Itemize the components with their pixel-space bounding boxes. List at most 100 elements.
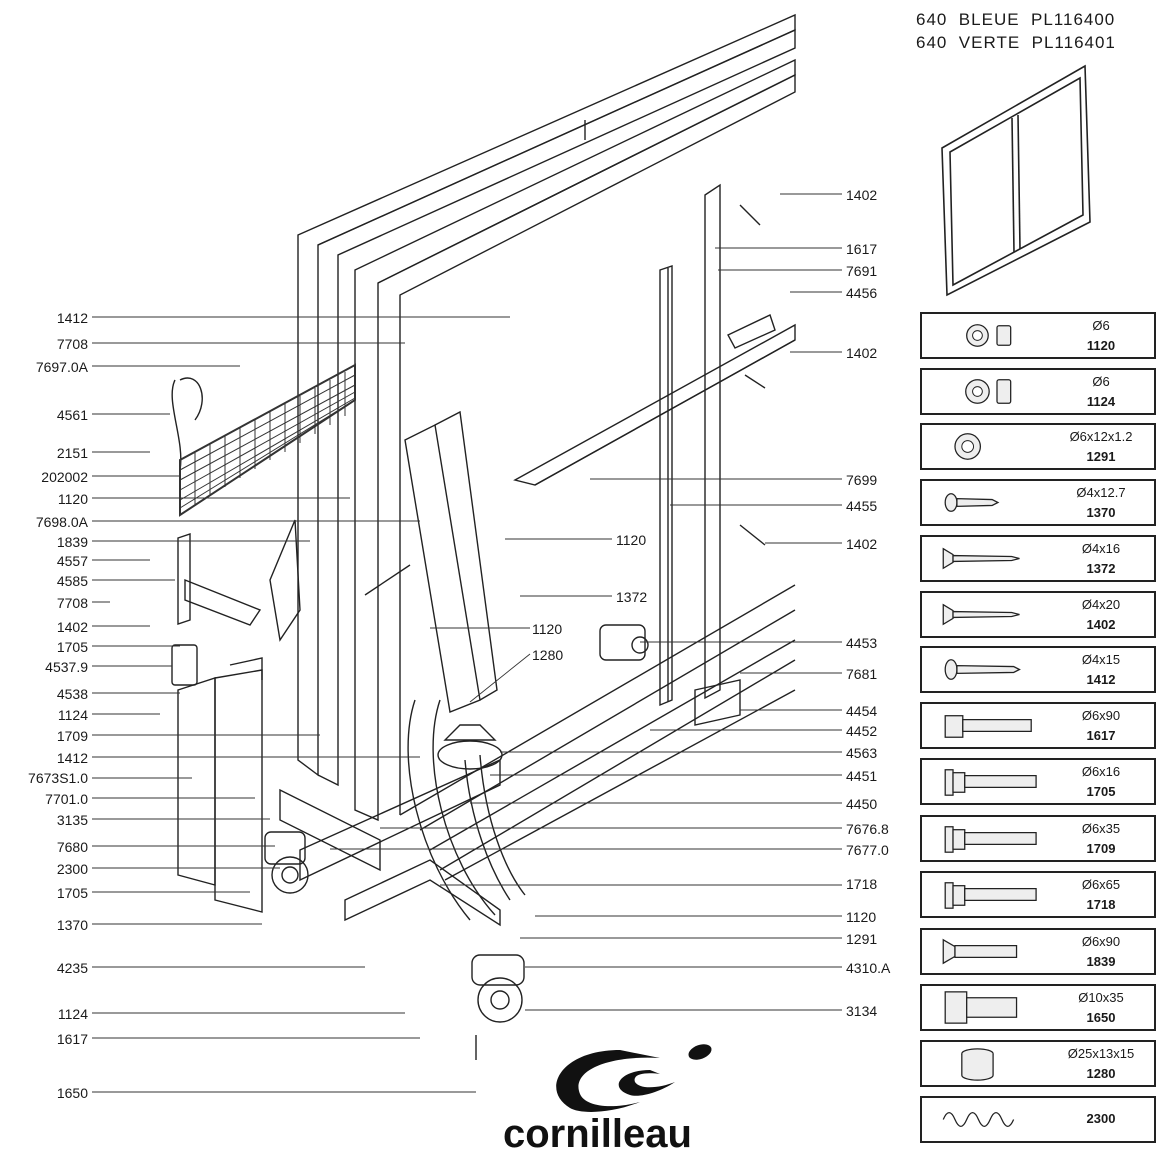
callout-label-left: 4538 (56, 686, 88, 702)
callout-label-left: 1412 (56, 750, 88, 766)
callout-label-left: 1412 (56, 310, 88, 326)
spacer-icon (961, 1048, 994, 1081)
leader-lines (92, 193, 842, 1093)
hardware-item: Ø10x35 1650 (920, 984, 1156, 1031)
hardware-size: Ø4x15 (1081, 652, 1121, 667)
countersunk-screw-icon (942, 603, 1020, 626)
callout-label-left: 7698.0A (35, 514, 88, 530)
callout-label-right: 1291 (846, 931, 878, 947)
callout-label-right: 1402 (846, 187, 878, 203)
callout-label-left: 7697.0A (35, 359, 88, 375)
hardware-size: Ø4x12.7 (1076, 485, 1126, 500)
hardware-size: Ø6x16 (1081, 764, 1121, 779)
callout-label-left: 4537.9 (45, 659, 88, 675)
hardware-reference: 2300 (1086, 1111, 1116, 1126)
callout-label-right: 4451 (846, 768, 878, 784)
callout-label-left: 4585 (56, 573, 88, 589)
callout-label-right: 1402 (846, 536, 878, 552)
callout-label-right: 4455 (846, 498, 878, 514)
hardware-size: Ø6 (1092, 374, 1110, 389)
callout-label-left: 1370 (56, 917, 88, 933)
callout-label-left: 4561 (56, 407, 88, 423)
callout-label-left: 1402 (56, 619, 88, 635)
callout-label-left: 1705 (56, 639, 88, 655)
callout-label-left: 7701.0 (45, 791, 88, 807)
callout-label-left: 2300 (56, 861, 88, 877)
hardware-size: Ø4x16 (1081, 541, 1121, 556)
net-mesh (179, 363, 356, 517)
spring-icon (942, 1112, 1015, 1127)
hardware-size: Ø4x20 (1081, 597, 1121, 612)
hardware-reference: 1291 (1086, 449, 1116, 464)
callout-label-left: 1120 (57, 491, 88, 507)
hardware-reference: 1280 (1086, 1066, 1116, 1081)
callout-label-right: 7691 (846, 263, 878, 279)
callout-label-right: 1120 (846, 909, 877, 925)
callout-label-left: 1124 (57, 707, 88, 723)
callout-label-right: 7681 (846, 666, 878, 682)
callout-label-right: 4563 (846, 745, 878, 761)
hardware-reference: 1718 (1086, 897, 1116, 912)
callout-label-right: 1120 (616, 532, 647, 548)
hardware-reference: 1412 (1086, 672, 1116, 687)
callout-label-right: 4456 (846, 285, 878, 301)
flange-nut-icon (965, 379, 1012, 404)
countersunk-screw-icon (942, 547, 1020, 570)
callout-label-left: 2151 (56, 445, 88, 461)
callout-label-right: 1718 (846, 876, 878, 892)
hardware-reference: 1372 (1086, 561, 1116, 576)
callout-label-left: 3135 (56, 812, 88, 828)
countersunk-bolt-icon (942, 938, 1018, 965)
cornilleau-logo-icon (556, 1044, 712, 1112)
callout-label-left: 1705 (56, 885, 88, 901)
callout-label-right: 7676.8 (846, 821, 889, 837)
hardware-reference: 1124 (1086, 394, 1116, 409)
hardware-reference: 1402 (1086, 617, 1116, 632)
flange-bolt-icon (944, 826, 1037, 853)
nut-icon (966, 324, 1012, 347)
hardware-reference: 1650 (1086, 1010, 1116, 1025)
callout-label-right: 4450 (846, 796, 878, 812)
hardware-item: Ø4x16 1372 (920, 535, 1156, 582)
callout-label-right: 1617 (846, 241, 878, 257)
callout-label-right: 7677.0 (846, 842, 889, 858)
callout-label-left: 7673S1.0 (28, 770, 88, 786)
callout-label-left: 7680 (56, 839, 88, 855)
callout-label-right: 4452 (846, 723, 878, 739)
hex-bolt-icon (944, 715, 1032, 738)
model-title-blue: 640 BLEUE PL116400 (916, 10, 1116, 29)
hardware-size: Ø10x35 (1078, 990, 1124, 1005)
callout-label-left: 1124 (57, 1006, 88, 1022)
hardware-item: Ø6x12x1.2 1291 (920, 423, 1156, 470)
callout-label-right: 1372 (616, 589, 648, 605)
callout-label-right: 3134 (846, 1003, 878, 1019)
hardware-item: Ø6 1124 (920, 368, 1156, 415)
hardware-size: Ø6x12x1.2 (1069, 429, 1133, 444)
callout-label-right: 4310.A (846, 960, 891, 976)
hardware-item: Ø4x20 1402 (920, 591, 1156, 638)
flange-bolt-icon (944, 882, 1037, 909)
flange-bolt-icon (944, 769, 1037, 796)
hardware-size: Ø6x35 (1081, 821, 1121, 836)
callout-label-left: 4557 (56, 553, 88, 569)
hardware-size: Ø6 (1092, 318, 1110, 333)
callout-label-left: 1650 (56, 1085, 88, 1101)
callout-label-right: 1120 (532, 621, 563, 637)
hardware-size: Ø6x90 (1081, 708, 1121, 723)
table-half-frame (171, 13, 796, 1060)
large-hex-bolt-icon (944, 991, 1018, 1024)
callout-label-right: 1280 (532, 647, 564, 663)
callout-label-left: 7708 (56, 595, 88, 611)
callout-label-left: 4235 (56, 960, 88, 976)
callout-label-right: 4453 (846, 635, 878, 651)
callout-label-left: 7708 (56, 336, 88, 352)
hardware-reference: 1370 (1086, 505, 1116, 520)
callout-label-right: 7699 (846, 472, 878, 488)
